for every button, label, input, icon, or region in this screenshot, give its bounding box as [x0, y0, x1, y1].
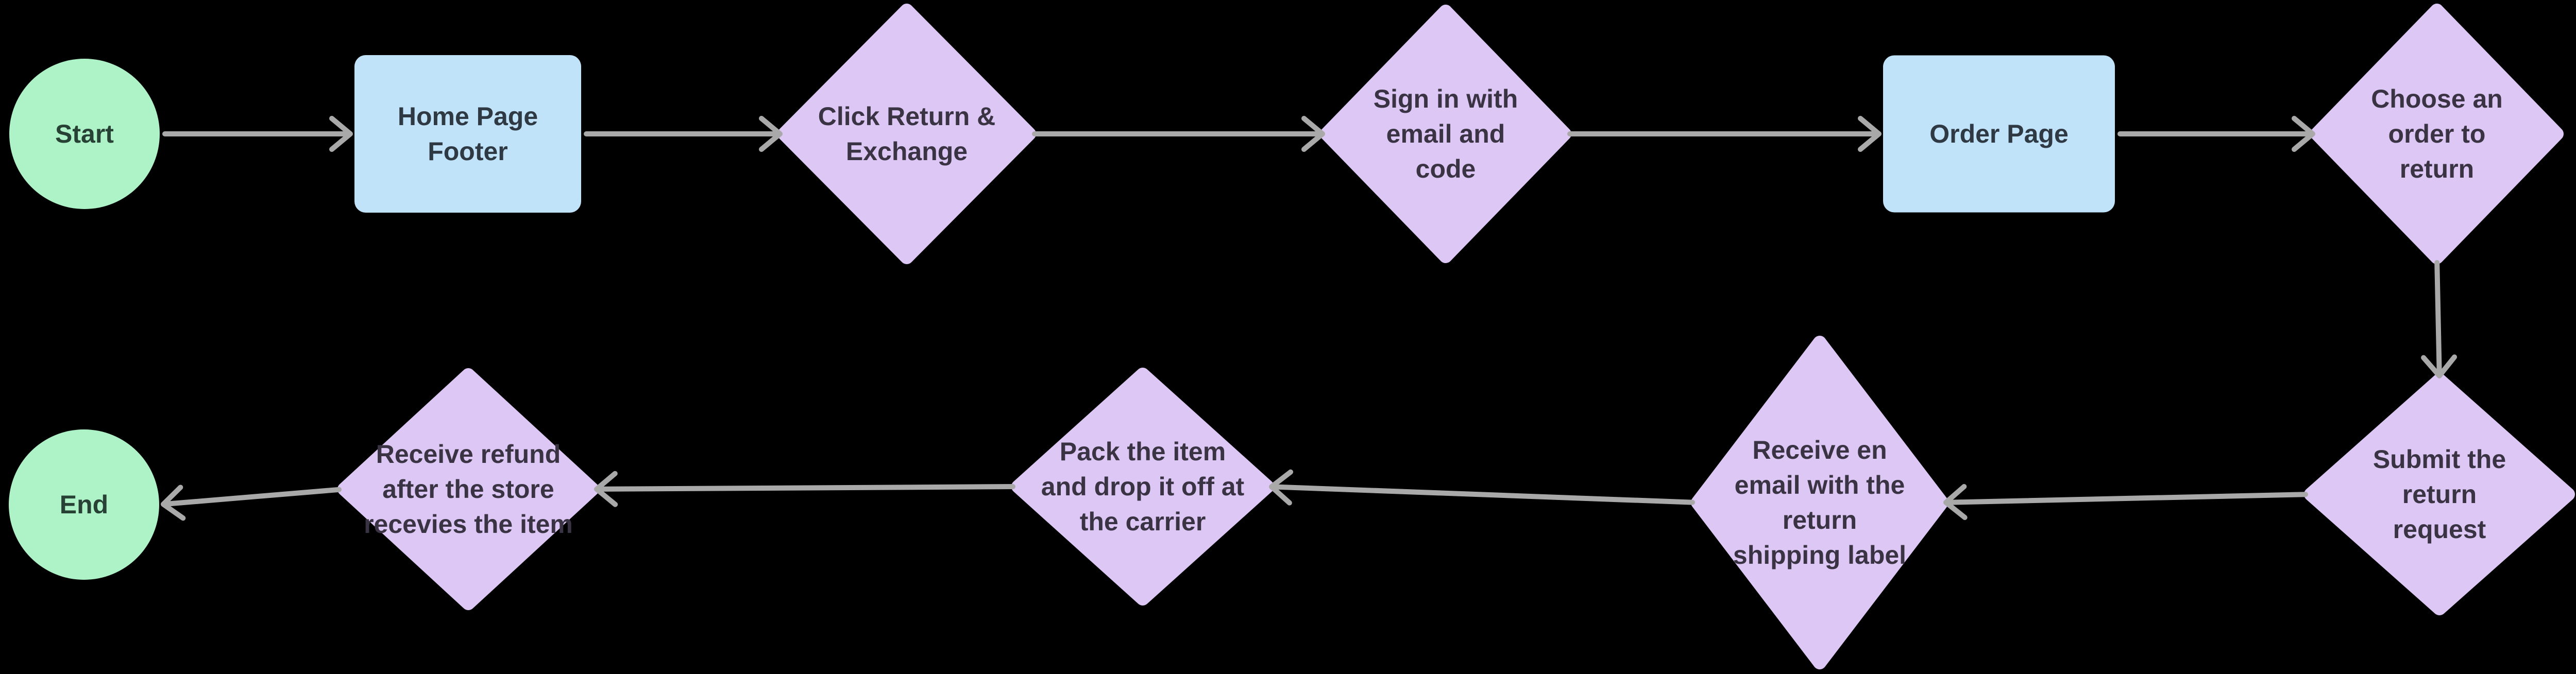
node-start[interactable]	[9, 59, 160, 209]
edge-sign-in-to-order-page	[1567, 116, 1882, 152]
node-choose-order-label: Choose an order to return	[2371, 84, 2503, 183]
node-home-page-footer[interactable]	[354, 55, 581, 213]
node-start-label: Start	[55, 119, 114, 148]
node-sign-in[interactable]	[1320, 5, 1571, 263]
edge-pack-item-to-receive-refund	[594, 471, 1016, 507]
arrowhead-chevron-icon	[329, 116, 353, 152]
node-submit-request-label: Submit the return request	[2372, 445, 2506, 544]
node-submit-request[interactable]	[2304, 373, 2575, 615]
arrowhead-chevron-icon	[1943, 484, 1968, 521]
node-pack-item-label: Pack the item and drop it off at the car…	[1041, 437, 1245, 536]
node-home-page-footer-label: Home Page Footer	[397, 102, 538, 166]
arrowhead-chevron-icon	[160, 485, 186, 521]
node-order-page-label: Order Page	[1929, 119, 2069, 148]
node-sign-in-label: Sign in with email and code	[1373, 84, 1518, 183]
edge-shaft	[596, 484, 1016, 492]
edge-shaft	[1271, 484, 1696, 505]
arrowhead-chevron-icon	[594, 471, 618, 507]
edge-shaft	[163, 487, 342, 507]
node-receive-refund-label: Receive refund after the store recevies …	[364, 440, 573, 539]
arrowhead-chevron-icon	[759, 116, 783, 152]
nodes-layer	[9, 4, 2575, 669]
node-receive-email-label: Receive en email with the return shippin…	[1733, 436, 1907, 569]
arrowhead-chevron-icon	[2292, 116, 2315, 152]
node-receive-refund[interactable]	[337, 368, 599, 610]
node-click-return-exchange[interactable]	[777, 4, 1036, 264]
edge-shaft	[2434, 260, 2442, 376]
node-end-label: End	[59, 490, 109, 519]
edge-choose-order-to-submit-request	[2421, 260, 2458, 379]
edge-receive-refund-to-end	[160, 485, 342, 521]
edge-click-return-exchange-to-sign-in	[1032, 116, 1325, 152]
node-click-return-exchange-label: Click Return & Exchange	[818, 102, 996, 166]
edge-shaft	[1945, 492, 2309, 505]
arrowhead-chevron-icon	[1268, 469, 1294, 506]
node-order-page[interactable]	[1883, 55, 2115, 213]
node-pack-item[interactable]	[1011, 368, 1274, 606]
arrowhead-chevron-icon	[1858, 116, 1882, 152]
edge-home-page-footer-to-click-return-exchange	[584, 116, 783, 152]
edge-receive-email-to-pack-item	[1268, 469, 1696, 506]
node-choose-order[interactable]	[2310, 4, 2564, 264]
arrowhead-chevron-icon	[1301, 116, 1325, 152]
edge-submit-request-to-receive-email	[1943, 484, 2309, 521]
arrowhead-chevron-icon	[2421, 354, 2458, 379]
edge-start-to-home-page-footer	[162, 116, 353, 152]
edge-order-page-to-choose-order	[2117, 116, 2315, 152]
edges-layer	[160, 116, 2458, 521]
node-receive-email[interactable]	[1691, 336, 1948, 669]
node-end[interactable]	[9, 429, 159, 580]
